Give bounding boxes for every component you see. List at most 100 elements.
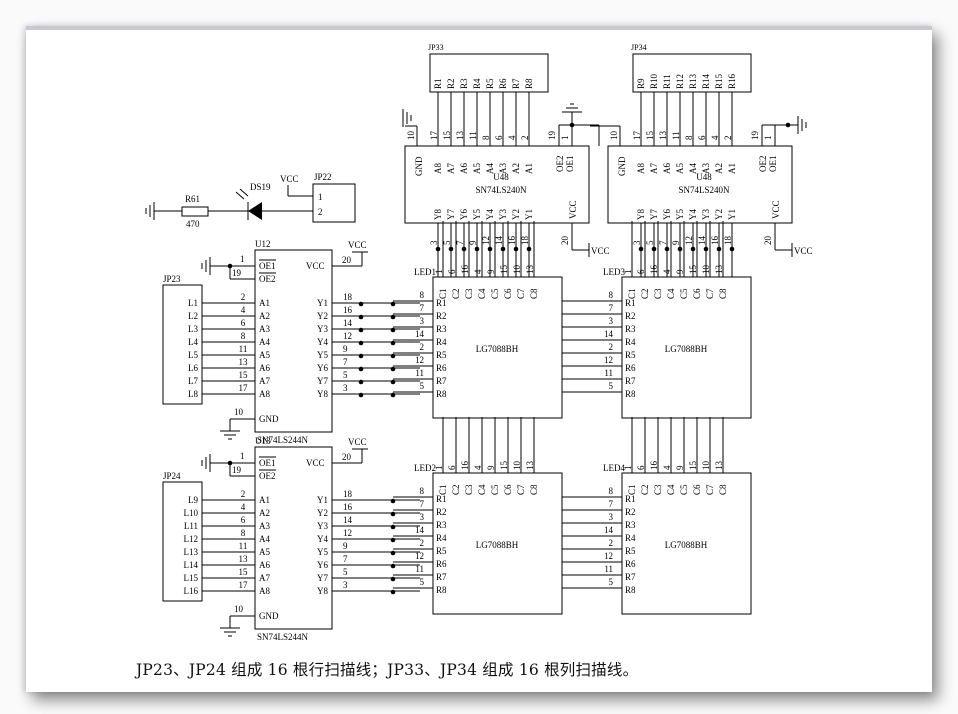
ic-ref: U48: [696, 172, 712, 182]
column-pin-number: 1: [434, 466, 444, 471]
junction-dot: [390, 353, 396, 359]
row-pin-label: R5: [625, 546, 636, 556]
pin-label: Y8: [317, 389, 328, 399]
connector-jp23: [162, 284, 203, 405]
pin-number: 2: [241, 292, 246, 302]
connector-pin-label: R9: [636, 78, 646, 89]
row-pin-label: R4: [436, 533, 447, 543]
junction-dot: [358, 353, 364, 359]
junction-dot: [526, 246, 532, 252]
column-pin-label: C2: [451, 484, 461, 495]
row-pin-label: R7: [436, 376, 447, 386]
junction-dot: [677, 246, 683, 252]
pin-label: A8: [636, 163, 646, 174]
junction-dot: [435, 246, 441, 252]
pin-label: A8: [259, 586, 270, 596]
row-pin-number: 2: [609, 538, 614, 548]
connector-pin-label: L6: [188, 363, 198, 373]
pin-label: A6: [259, 363, 270, 373]
connector-pin-label: R11: [662, 74, 672, 89]
pin-number: 10: [406, 131, 416, 141]
connector-pin-label: R6: [498, 78, 508, 89]
junction-dot: [390, 563, 396, 569]
pin-label: A3: [259, 324, 270, 334]
junction-dot: [358, 314, 364, 320]
column-pin-number: 9: [486, 269, 496, 274]
column-pin-label: C5: [679, 484, 689, 495]
pin-label-gnd: GND: [617, 156, 627, 176]
pin-label-vcc: VCC: [306, 261, 325, 271]
pin-label-oe2: OE2: [259, 471, 276, 481]
pin-number: 2: [241, 489, 246, 499]
pin-number: 13: [455, 131, 465, 141]
pin-number: 8: [684, 135, 694, 140]
column-pin-number: 4: [662, 465, 672, 470]
junction-dot: [390, 537, 396, 543]
junction-dot: [358, 301, 364, 307]
pin-number: 5: [343, 567, 348, 577]
pin-label-oe2: OE2: [758, 156, 768, 173]
column-pin-label: C8: [718, 288, 728, 299]
row-pin-number: 12: [415, 551, 424, 561]
pin-label: Y3: [317, 521, 328, 531]
pin-label-oe2: OE2: [555, 156, 565, 173]
column-pin-label: C8: [718, 484, 728, 495]
connector-pin-label: L13: [184, 547, 199, 557]
column-pin-label: C4: [666, 484, 676, 495]
pin-label-vcc: VCC: [568, 200, 578, 219]
row-pin-number: 14: [415, 525, 425, 535]
ic-ref: U12: [255, 239, 271, 249]
column-pin-number: 13: [714, 461, 724, 471]
column-pin-number: 4: [473, 465, 483, 470]
pin-number: 10: [234, 604, 244, 614]
pin-number: 7: [455, 240, 465, 245]
column-pin-number: 16: [649, 461, 659, 471]
pin-number: 3: [632, 240, 642, 245]
ground-icon: [562, 103, 582, 113]
pin-number: 12: [481, 236, 491, 245]
pin-label: 1: [318, 192, 323, 202]
row-pin-number: 14: [604, 329, 614, 339]
pin-number: 15: [442, 131, 452, 141]
column-pin-number: 13: [525, 265, 535, 275]
row-pin-label: R5: [625, 350, 636, 360]
pin-number: 1: [240, 451, 245, 461]
pin-label: Y2: [317, 311, 328, 321]
column-pin-number: 15: [499, 265, 509, 275]
pin-number: 11: [468, 131, 478, 140]
pin-number: 14: [343, 318, 353, 328]
pin-number: 16: [343, 502, 353, 512]
schematic-page: [26, 26, 932, 692]
pin-number: 17: [239, 580, 249, 590]
pin-label: A5: [675, 163, 685, 174]
column-pin-label: C1: [438, 288, 448, 299]
row-pin-number: 5: [420, 577, 425, 587]
ground-icon: [797, 116, 807, 134]
connector-pin-label: R4: [472, 78, 482, 89]
ground-icon: [201, 454, 211, 472]
pin-label: A1: [727, 163, 737, 174]
row-pin-label: R2: [436, 311, 447, 321]
row-pin-number: 2: [420, 342, 425, 352]
pin-number: 16: [710, 236, 720, 246]
pin-number: 3: [429, 240, 439, 245]
column-pin-number: 13: [714, 265, 724, 275]
row-pin-label: R3: [625, 520, 636, 530]
row-pin-label: R3: [436, 520, 447, 530]
pin-label: A5: [472, 163, 482, 174]
pin-label: A2: [714, 163, 724, 174]
column-pin-number: 9: [486, 465, 496, 470]
pin-label: Y5: [317, 350, 328, 360]
row-pin-label: R8: [625, 389, 636, 399]
pin-number: 9: [343, 344, 348, 354]
connector-jp33: [429, 53, 549, 93]
pin-label: Y1: [317, 495, 328, 505]
pin-label: Y2: [511, 209, 521, 220]
pin-number: 17: [429, 131, 439, 141]
junction-dot: [358, 366, 364, 372]
vcc-label: VCC: [591, 246, 610, 256]
column-pin-label: C1: [627, 484, 637, 495]
